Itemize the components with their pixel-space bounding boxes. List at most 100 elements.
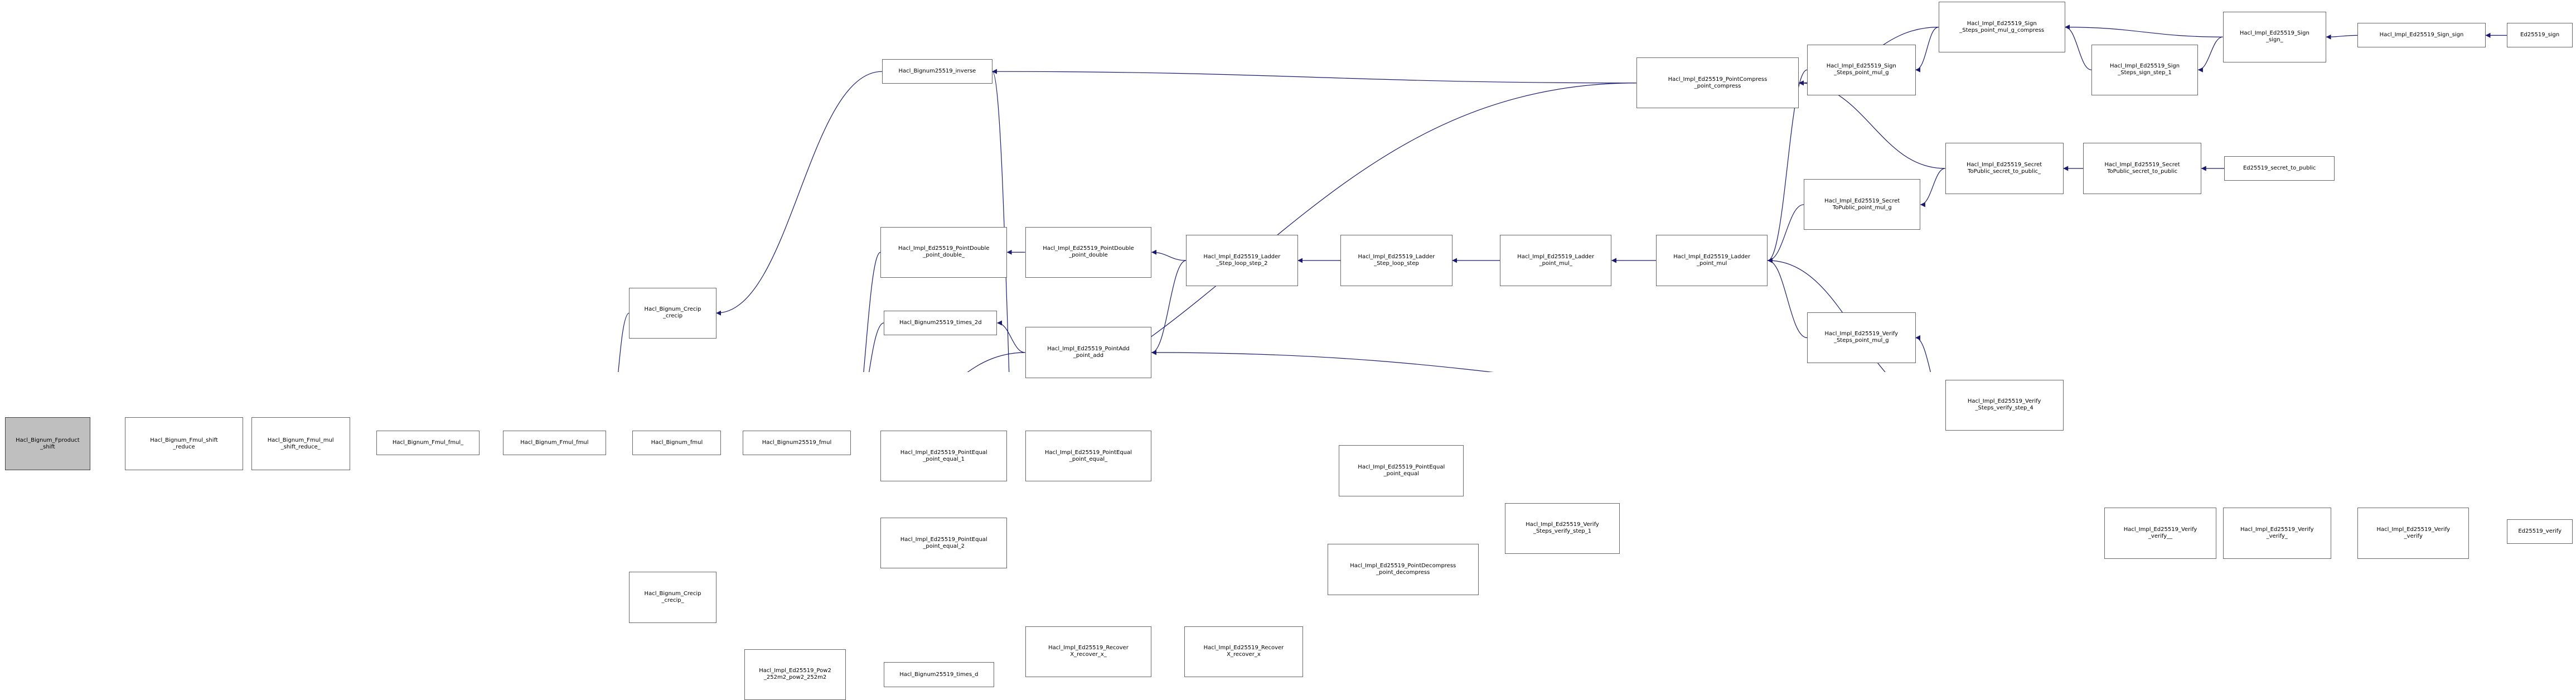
node-label-line: _point_equal_2: [923, 543, 965, 549]
node-sign-steps-sign-step-1[interactable]: Hacl_Impl_Ed25519_Sign_Steps_sign_step_1: [2091, 44, 2199, 95]
node-label-line: _shift: [40, 443, 55, 450]
node-label-line: Hacl_Impl_Ed25519_Ladder: [1517, 253, 1595, 260]
node-lad-step-2[interactable]: Hacl_Impl_Ed25519_Ladder_Step_loop_step_…: [1186, 235, 1298, 286]
node-fmul-fmul[interactable]: Hacl_Bignum_Fmul_fmul: [502, 430, 607, 456]
node-label-line: _252m2_pow2_252m2: [763, 674, 827, 681]
node-sign-steps-point-mul-g[interactable]: Hacl_Impl_Ed25519_Sign_Steps_point_mul_g: [1807, 44, 1916, 95]
node-fmul-shift-reduce[interactable]: Hacl_Bignum_Fmul_shift_reduce: [124, 417, 244, 470]
node-label-line: _point_compress: [1694, 83, 1741, 89]
node-label-line: Hacl_Bignum25519_times_d: [899, 671, 979, 678]
edge-pa-point-add-to-b25519-fmul: [967, 352, 1025, 372]
node-pe-point-equal[interactable]: Hacl_Impl_Ed25519_PointEqual_point_equal: [1339, 445, 1464, 496]
node-label-line: _point_mul: [1696, 260, 1727, 267]
edge-sign-steps-sign-step-1-to-sign-steps-compress: [2065, 25, 2091, 70]
node-ed-secret-to-public[interactable]: Ed25519_secret_to_public: [2224, 156, 2335, 181]
node-label-line: Hacl_Bignum_Fmul_fmul_: [392, 440, 464, 446]
node-pe-point-equal-1[interactable]: Hacl_Impl_Ed25519_PointEqual_point_equal…: [880, 430, 1008, 482]
node-ed-verify[interactable]: Ed25519_verify: [2507, 519, 2573, 544]
edge-sign-sign--to-sign-steps-sign-step-1: [2197, 36, 2223, 73]
node-label-line: Hacl_Impl_Ed25519_PointEqual: [1358, 464, 1445, 471]
node-b25519-fmul[interactable]: Hacl_Bignum25519_fmul: [742, 430, 851, 456]
node-label-line: Hacl_Impl_Ed25519_Recover: [1203, 645, 1284, 651]
node-label-line: Hacl_Impl_Ed25519_Sign: [1826, 63, 1896, 70]
edge-ver-steps-verify-step-4-to-pa-point-add: [1151, 350, 1494, 372]
node-ver-verify-[interactable]: Hacl_Impl_Ed25519_Verify_verify_: [2222, 508, 2331, 559]
edge-sec-topublic-secret-to-public--to-sec-topublic-point-mul-g: [1920, 168, 1945, 207]
node-lad-point-mul[interactable]: Hacl_Impl_Ed25519_Ladder_point_mul: [1656, 235, 1768, 286]
node-label-line: _point_decompress: [1376, 569, 1430, 576]
node-pa-point-add[interactable]: Hacl_Impl_Ed25519_PointAdd_point_add: [1025, 327, 1152, 378]
node-ver-verify[interactable]: Hacl_Impl_Ed25519_Verify_verify: [2357, 508, 2470, 559]
node-b25519-times-d[interactable]: Hacl_Bignum25519_times_d: [884, 662, 994, 687]
node-pd-point-double-[interactable]: Hacl_Impl_Ed25519_PointDouble_point_doub…: [880, 226, 1008, 278]
node-pow2-252m2[interactable]: Hacl_Impl_Ed25519_Pow2_252m2_pow2_252m2: [744, 649, 846, 700]
node-label-line: Hacl_Impl_Ed25519_Sign: [2239, 30, 2309, 37]
node-label-line: Hacl_Impl_Ed25519_Ladder: [1203, 253, 1281, 260]
edge-pd-point-double--to-b25519-fmul: [863, 252, 881, 372]
node-label-line: _shift_reduce_: [280, 443, 321, 450]
node-fmul-mul-shift-reduce[interactable]: Hacl_Bignum_Fmul_mul_shift_reduce_: [251, 417, 350, 470]
node-label-line: ToPublic_secret_to_public: [2107, 168, 2178, 175]
edge-pa-point-add-to-b25519-times-2d: [997, 320, 1025, 353]
node-label-line: _point_double: [1069, 252, 1108, 259]
node-label-line: _Steps_point_mul_g: [1833, 70, 1889, 76]
node-bignum-fmul[interactable]: Hacl_Bignum_fmul: [632, 430, 722, 456]
node-label-line: Hacl_Bignum_Fmul_shift: [150, 437, 218, 443]
node-label-line: Hacl_Impl_Ed25519_Verify: [1967, 398, 2041, 405]
node-ver-steps-verify-step-4[interactable]: Hacl_Impl_Ed25519_Verify_Steps_verify_st…: [1945, 379, 2064, 431]
node-label-line: Hacl_Impl_Ed25519_Recover: [1048, 645, 1129, 651]
node-label-line: Hacl_Impl_Ed25519_PointDouble: [1043, 245, 1134, 252]
node-label-line: Hacl_Bignum_Crecip: [644, 591, 701, 597]
node-ed-sign[interactable]: Ed25519_sign: [2507, 23, 2573, 48]
node-label-line: Hacl_Impl_Ed25519_Pow2: [759, 668, 831, 674]
node-label-line: _Steps_point_mul_g_compress: [1959, 27, 2045, 33]
node-ver-verify--[interactable]: Hacl_Impl_Ed25519_Verify_verify__: [2104, 508, 2216, 559]
node-label-line: Hacl_Bignum25519_inverse: [898, 68, 976, 75]
node-crecip-crecip[interactable]: Hacl_Bignum_Crecip_crecip: [629, 287, 716, 339]
node-label-line: X_recover_x_: [1070, 651, 1107, 658]
node-label-line: Hacl_Impl_Ed25519_Ladder: [1673, 253, 1751, 260]
edge-b25519-inverse-to-crecip-crecip: [716, 71, 883, 316]
node-label-line: _point_equal: [1383, 471, 1419, 477]
node-lad-step-loop-step[interactable]: Hacl_Impl_Ed25519_Ladder_Step_loop_step: [1340, 235, 1452, 286]
edge-ver-steps-verify-step-4-to-ver-steps-point-mul-g: [1915, 335, 1931, 372]
node-label-line: Hacl_Bignum_Fproduct: [16, 437, 80, 443]
node-label-line: _reduce: [173, 443, 195, 450]
node-label-line: X_recover_x: [1227, 651, 1261, 658]
node-label-line: Hacl_Impl_Ed25519_Secret: [2104, 161, 2180, 168]
node-crecip-crecip-[interactable]: Hacl_Bignum_Crecip_crecip_: [629, 572, 716, 623]
node-b25519-times-2d[interactable]: Hacl_Bignum25519_times_2d: [884, 310, 998, 336]
node-pd-point-double[interactable]: Hacl_Impl_Ed25519_PointDouble_point_doub…: [1025, 226, 1152, 278]
edge-crecip-crecip-to-fmul-fmul: [618, 312, 630, 372]
node-label-line: Hacl_Bignum25519_times_2d: [899, 319, 982, 326]
node-sign-sign-[interactable]: Hacl_Impl_Ed25519_Sign_sign_: [2222, 11, 2327, 62]
node-product-shift: Hacl_Bignum_Fproduct_shift: [4, 417, 91, 470]
node-label-line: _point_add: [1073, 352, 1104, 359]
node-label-line: _verify__: [2148, 533, 2173, 540]
node-pc-point-compress[interactable]: Hacl_Impl_Ed25519_PointCompress_point_co…: [1636, 57, 1799, 109]
edge-b25519-times-2d-to-b25519-fmul: [869, 322, 884, 372]
node-label-line: _verify_: [2266, 533, 2288, 540]
node-label-line: Hacl_Impl_Ed25519_PointEqual: [1045, 449, 1132, 456]
node-fmul-fmul-[interactable]: Hacl_Bignum_Fmul_fmul_: [376, 430, 480, 456]
node-label-line: Hacl_Impl_Ed25519_Ladder: [1358, 253, 1435, 260]
node-pe-point-equal-2[interactable]: Hacl_Impl_Ed25519_PointEqual_point_equal…: [880, 518, 1008, 569]
node-sign-sign[interactable]: Hacl_Impl_Ed25519_Sign_sign: [2357, 23, 2486, 48]
node-label-line: _Steps_point_mul_g: [1833, 337, 1889, 344]
node-ver-steps-verify-step-1[interactable]: Hacl_Impl_Ed25519_Verify_Steps_verify_st…: [1504, 503, 1620, 554]
node-b25519-inverse[interactable]: Hacl_Bignum25519_inverse: [882, 59, 992, 84]
node-label-line: Hacl_Impl_Ed25519_Sign: [1967, 20, 2037, 27]
node-ver-steps-point-mul-g[interactable]: Hacl_Impl_Ed25519_Verify_Steps_point_mul…: [1807, 312, 1916, 364]
node-pdc-point-decompress[interactable]: Hacl_Impl_Ed25519_PointDecompress_point_…: [1327, 544, 1479, 595]
node-sign-steps-compress[interactable]: Hacl_Impl_Ed25519_Sign_Steps_point_mul_g…: [1938, 1, 2065, 53]
node-label-line: Hacl_Impl_Ed25519_PointAdd: [1047, 345, 1130, 352]
node-lad-point-mul-[interactable]: Hacl_Impl_Ed25519_Ladder_point_mul_: [1500, 235, 1612, 286]
node-label-line: Hacl_Impl_Ed25519_Secret: [1824, 197, 1900, 204]
node-pe-point-equal-[interactable]: Hacl_Impl_Ed25519_PointEqual_point_equal…: [1025, 430, 1152, 482]
edge-lad-step-2-to-pa-point-add: [1151, 260, 1187, 355]
